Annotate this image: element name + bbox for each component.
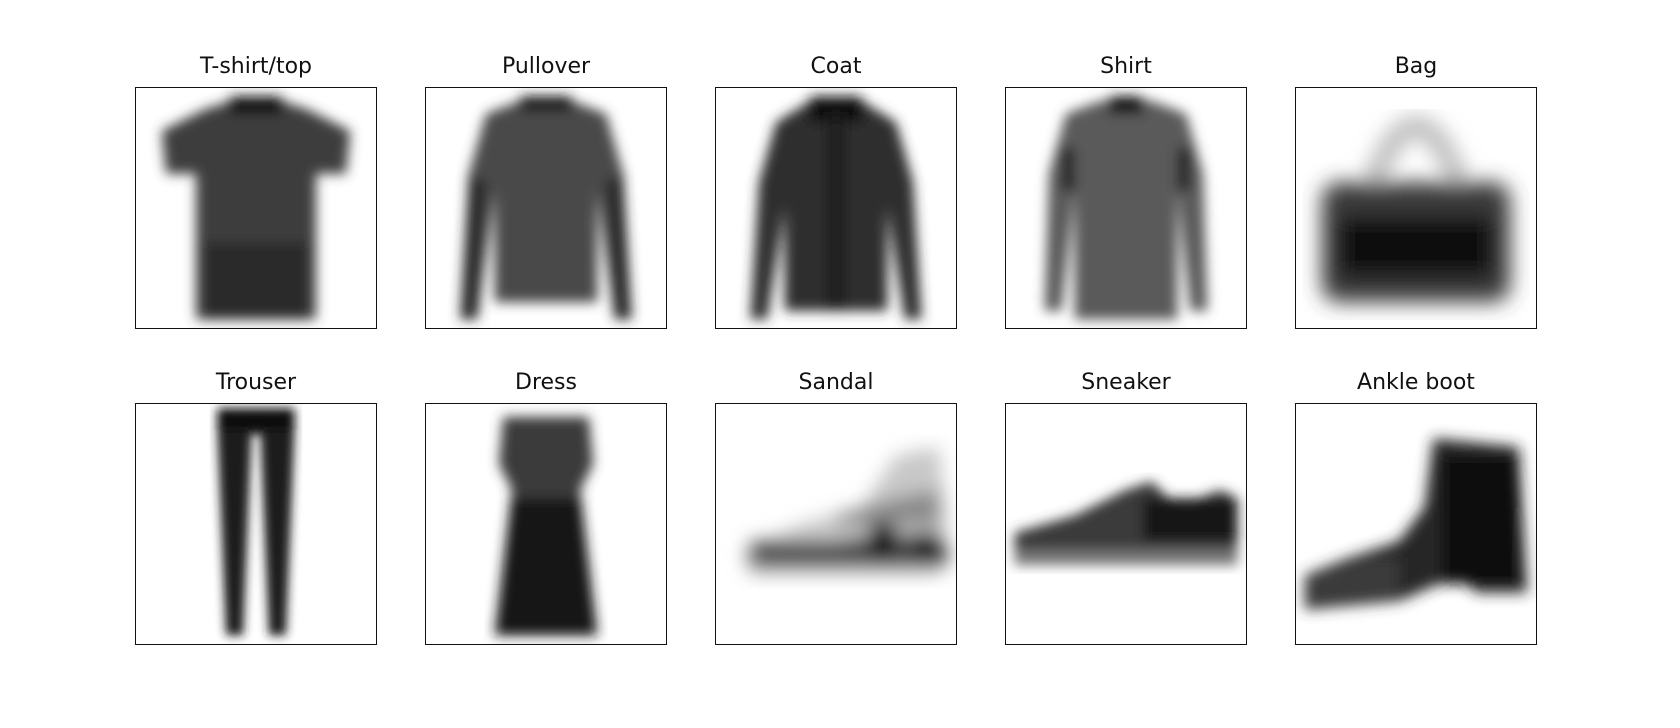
panel-title-pullover: Pullover xyxy=(501,54,591,79)
panel-title-dress: Dress xyxy=(515,370,577,395)
sandal-silhouette xyxy=(741,446,948,576)
dress-silhouette xyxy=(494,416,598,636)
panel-pullover xyxy=(425,87,667,329)
shirt-silhouette xyxy=(1044,96,1208,320)
panel-title-bag: Bag xyxy=(1394,54,1438,79)
panel-title-trouser: Trouser xyxy=(215,370,297,395)
panel-title-sandal: Sandal xyxy=(798,370,874,395)
panel-title-shirt: Shirt xyxy=(1100,54,1152,79)
panel-sandal xyxy=(715,403,957,645)
panel-title-boot: Ankle boot xyxy=(1357,370,1475,395)
boot-silhouette xyxy=(1304,438,1528,610)
panel-title-sneaker: Sneaker xyxy=(1081,370,1171,395)
panel-title-tshirt: T-shirt/top xyxy=(199,54,312,79)
panel-coat xyxy=(715,87,957,329)
panel-bag xyxy=(1295,87,1537,329)
pullover-silhouette xyxy=(460,96,632,320)
panel-trouser xyxy=(135,403,377,645)
panel-shirt xyxy=(1005,87,1247,329)
coat-silhouette xyxy=(750,96,922,320)
panel-boot xyxy=(1295,403,1537,645)
panel-sneaker xyxy=(1005,403,1247,645)
trouser-silhouette xyxy=(217,408,295,636)
tshirt-silhouette xyxy=(161,96,351,320)
bag-silhouette xyxy=(1321,116,1511,303)
panel-title-coat: Coat xyxy=(810,54,862,79)
panel-dress xyxy=(425,403,667,645)
panel-tshirt xyxy=(135,87,377,329)
sneaker-silhouette xyxy=(1014,481,1238,566)
